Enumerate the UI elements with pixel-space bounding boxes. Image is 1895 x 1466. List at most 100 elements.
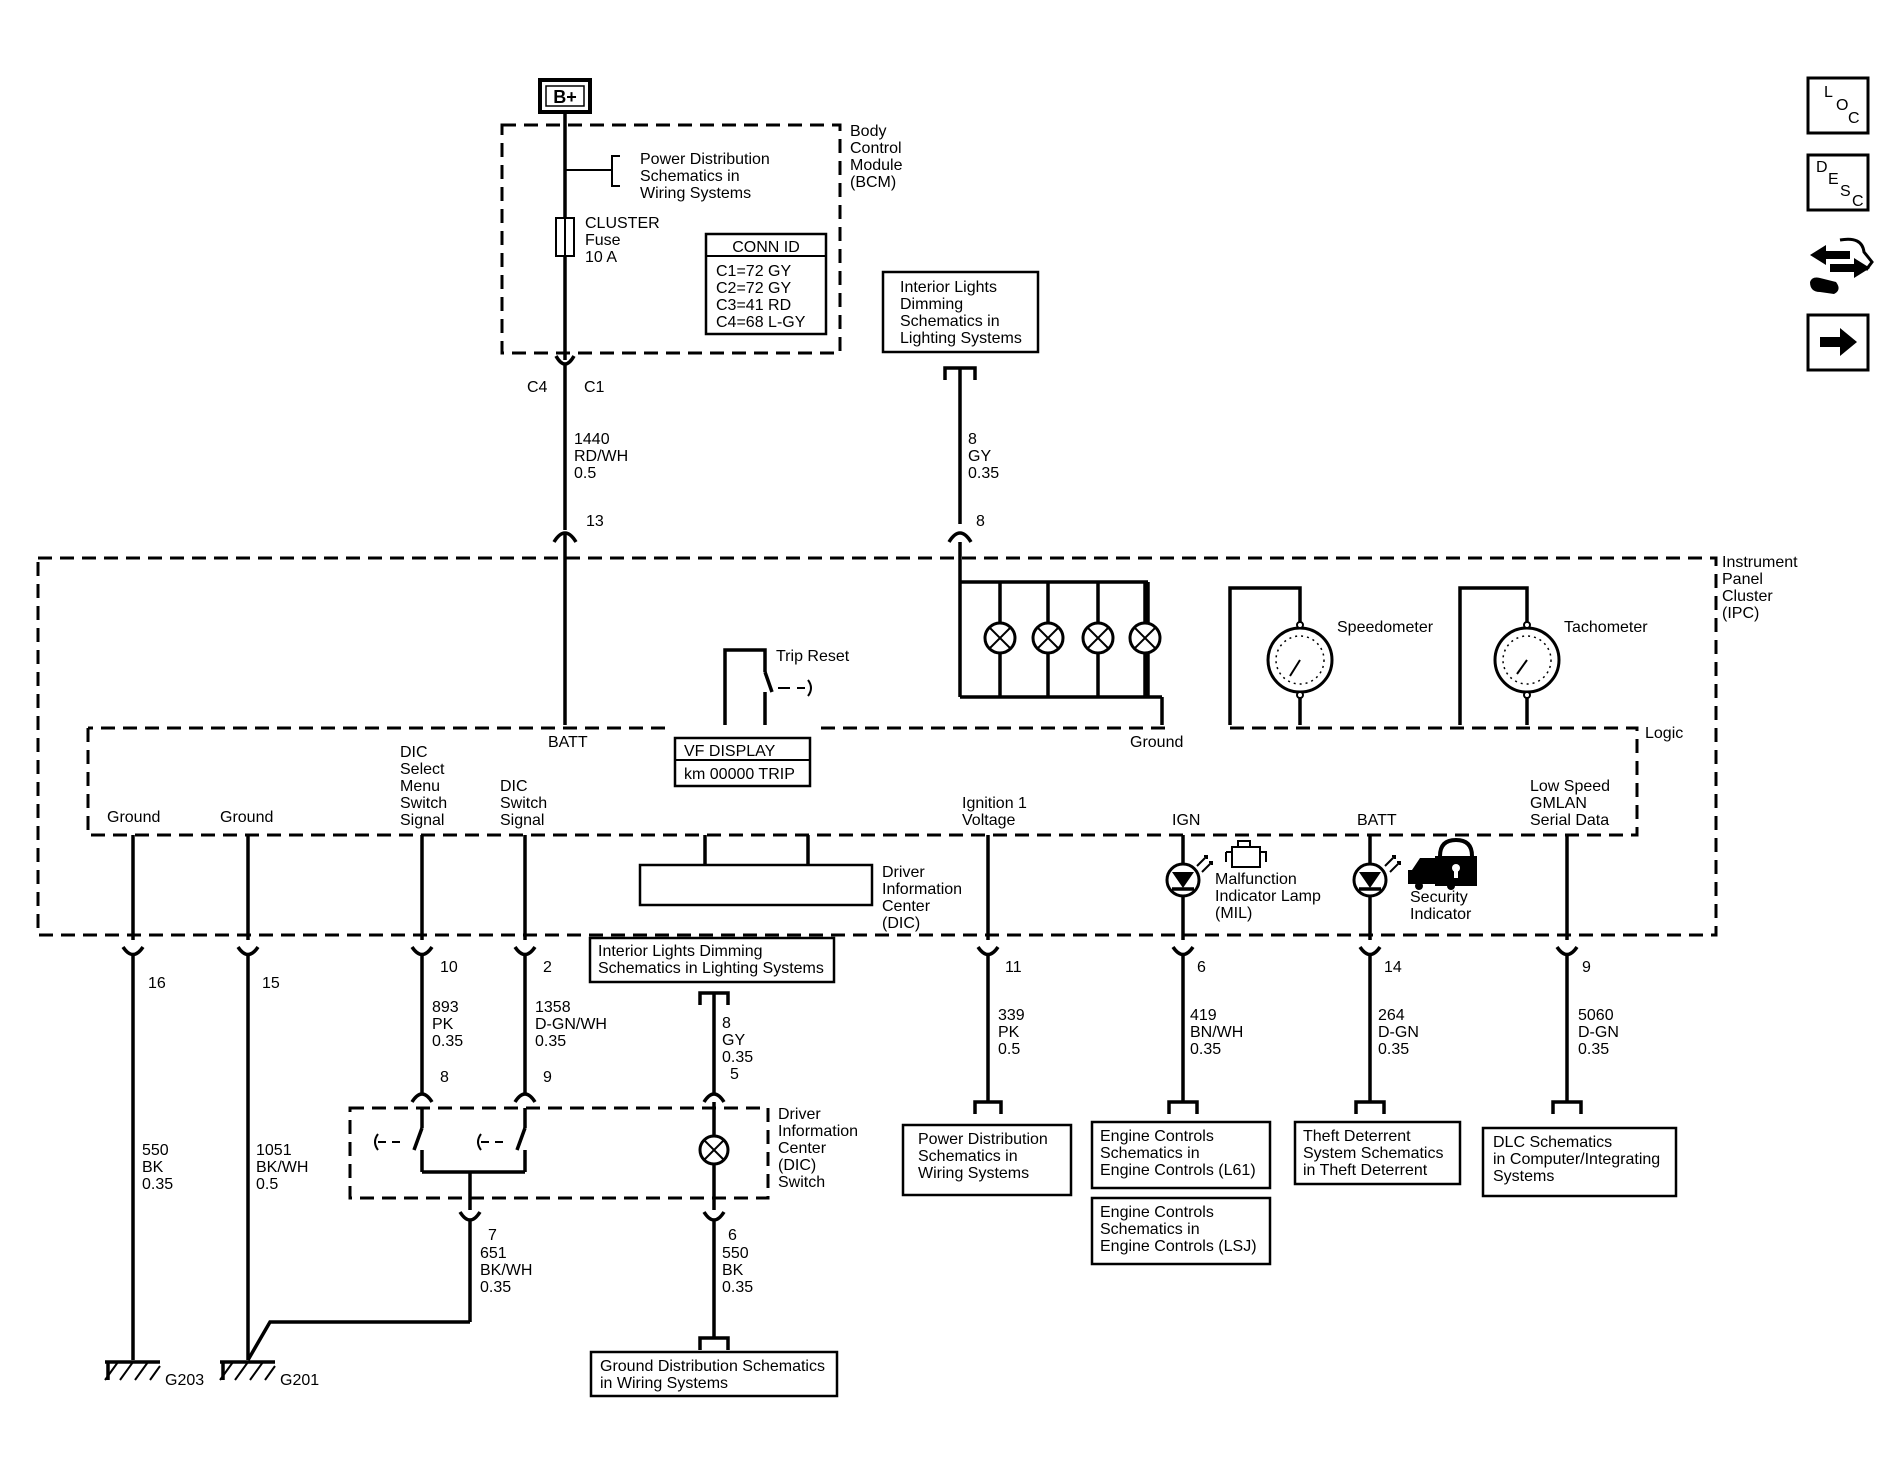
svg-text:Switch: Switch: [400, 795, 447, 812]
svg-text:Signal: Signal: [500, 812, 544, 829]
svg-text:8: 8: [976, 513, 985, 530]
svg-text:1440: 1440: [574, 431, 610, 448]
ref-power-distribution: Power Distribution Schematics in Wiring …: [901, 1123, 1073, 1197]
svg-text:651: 651: [480, 1245, 507, 1262]
svg-text:Malfunction: Malfunction: [1215, 871, 1297, 888]
vf-display: VF DISPLAY km 00000 TRIP: [673, 736, 812, 788]
svg-text:550: 550: [142, 1142, 169, 1159]
svg-text:Driver: Driver: [882, 864, 925, 881]
svg-text:0.35: 0.35: [1378, 1041, 1409, 1058]
svg-text:DIC: DIC: [500, 778, 528, 795]
svg-text:0.35: 0.35: [535, 1033, 566, 1050]
svg-text:0.35: 0.35: [432, 1033, 463, 1050]
svg-text:BK: BK: [722, 1262, 744, 1279]
svg-text:(MIL): (MIL): [1215, 905, 1252, 922]
svg-text:Logic: Logic: [1645, 725, 1683, 742]
svg-text:Instrument: Instrument: [1722, 554, 1798, 571]
svg-text:Center: Center: [882, 898, 931, 915]
svg-text:5060: 5060: [1578, 1007, 1614, 1024]
svg-text:DIC: DIC: [400, 744, 428, 761]
svg-text:GMLAN: GMLAN: [1530, 795, 1587, 812]
svg-text:BATT: BATT: [548, 734, 588, 751]
svg-text:Engine Controls: Engine Controls: [1100, 1204, 1214, 1221]
svg-text:in Computer/Integrating: in Computer/Integrating: [1493, 1151, 1660, 1168]
svg-text:Power Distribution: Power Distribution: [640, 151, 770, 168]
desc-icon[interactable]: D E S C: [1806, 153, 1870, 212]
pin-2-connector: [513, 945, 537, 957]
svg-text:Schematics in: Schematics in: [900, 313, 1000, 330]
pin-13-connector: [552, 531, 578, 543]
svg-text:0.35: 0.35: [722, 1049, 753, 1066]
svg-text:1051: 1051: [256, 1142, 292, 1159]
svg-text:Information: Information: [882, 881, 962, 898]
svg-text:550: 550: [722, 1245, 749, 1262]
svg-text:Schematics in: Schematics in: [1100, 1221, 1200, 1238]
svg-text:(DIC): (DIC): [882, 915, 920, 932]
ref-theft-deterrent: Theft Deterrent System Schematics in The…: [1293, 1120, 1462, 1186]
svg-text:893: 893: [432, 999, 459, 1016]
svg-text:DLC Schematics: DLC Schematics: [1493, 1134, 1612, 1151]
pin-9-connector: [1555, 945, 1579, 957]
dic-select-switch-icon: [477, 1108, 527, 1172]
switch-pin-7-connector: [458, 1211, 482, 1222]
svg-text:0.35: 0.35: [722, 1279, 753, 1296]
ground-g201-icon: G201: [219, 1360, 319, 1389]
svg-text:System Schematics: System Schematics: [1303, 1145, 1443, 1162]
svg-text:13: 13: [586, 513, 604, 530]
pin-11-connector: [976, 945, 1000, 957]
svg-text:Tachometer: Tachometer: [1564, 619, 1648, 636]
svg-text:Interior Lights Dimming: Interior Lights Dimming: [598, 943, 763, 960]
dic-switch-module: Driver Information Center (DIC) Switch: [348, 1106, 858, 1200]
svg-text:D-GN/WH: D-GN/WH: [535, 1016, 607, 1033]
svg-text:11: 11: [1005, 959, 1022, 976]
svg-text:Schematics in: Schematics in: [640, 168, 740, 185]
svg-text:Ground: Ground: [220, 809, 273, 826]
svg-text:C3=41 RD: C3=41 RD: [716, 297, 791, 314]
switch-pin-5-connector: [702, 1092, 726, 1103]
lamp-icon: [1128, 621, 1162, 655]
svg-text:E: E: [1828, 171, 1839, 188]
svg-text:C: C: [1848, 110, 1860, 127]
svg-text:1358: 1358: [535, 999, 571, 1016]
svg-text:Indicator Lamp: Indicator Lamp: [1215, 888, 1321, 905]
ref-engine-controls-l61: Engine Controls Schematics in Engine Con…: [1090, 1120, 1272, 1190]
svg-text:GY: GY: [968, 448, 991, 465]
tachometer-gauge-icon: Tachometer: [1458, 586, 1648, 725]
svg-text:BK/WH: BK/WH: [256, 1159, 308, 1176]
mil-led-icon: [1165, 855, 1213, 898]
svg-text:Fuse: Fuse: [585, 232, 621, 249]
svg-text:IGN: IGN: [1172, 812, 1200, 829]
svg-text:8: 8: [722, 1015, 731, 1032]
svg-text:Cluster: Cluster: [1722, 588, 1773, 605]
svg-text:Select: Select: [400, 761, 445, 778]
svg-text:CONN ID: CONN ID: [732, 239, 800, 256]
speedometer-gauge-icon: Speedometer: [1228, 586, 1434, 725]
svg-text:Wiring Systems: Wiring Systems: [640, 185, 751, 202]
svg-text:Engine Controls (LSJ): Engine Controls (LSJ): [1100, 1238, 1257, 1255]
svg-text:2: 2: [543, 959, 552, 976]
svg-text:264: 264: [1378, 1007, 1405, 1024]
svg-text:0.35: 0.35: [480, 1279, 511, 1296]
svg-text:Serial Data: Serial Data: [1530, 812, 1609, 829]
loc-icon[interactable]: L O C: [1806, 76, 1870, 135]
svg-text:Speedometer: Speedometer: [1337, 619, 1434, 636]
dic-switch-lamp-icon: [698, 1134, 730, 1166]
svg-text:G203: G203: [165, 1372, 204, 1389]
pin-10-connector: [410, 945, 434, 957]
svg-text:D-GN: D-GN: [1578, 1024, 1619, 1041]
lamp-icon: [1031, 621, 1065, 655]
svg-text:15: 15: [262, 975, 280, 992]
svg-text:Theft Deterrent: Theft Deterrent: [1303, 1128, 1411, 1145]
security-car-lock-icon: [1408, 837, 1477, 890]
svg-text:0.35: 0.35: [1190, 1041, 1221, 1058]
svg-text:Schematics in: Schematics in: [1100, 1145, 1200, 1162]
next-arrow-icon[interactable]: [1806, 313, 1870, 372]
pin-6-connector: [1171, 945, 1195, 957]
svg-text:Engine Controls (L61): Engine Controls (L61): [1100, 1162, 1256, 1179]
svg-text:Lighting Systems: Lighting Systems: [900, 330, 1022, 347]
svg-text:Control: Control: [850, 140, 902, 157]
svg-text:0.35: 0.35: [1578, 1041, 1609, 1058]
svg-text:8: 8: [968, 431, 977, 448]
pin-14-connector: [1358, 945, 1382, 957]
repair-icon[interactable]: [1810, 237, 1874, 294]
